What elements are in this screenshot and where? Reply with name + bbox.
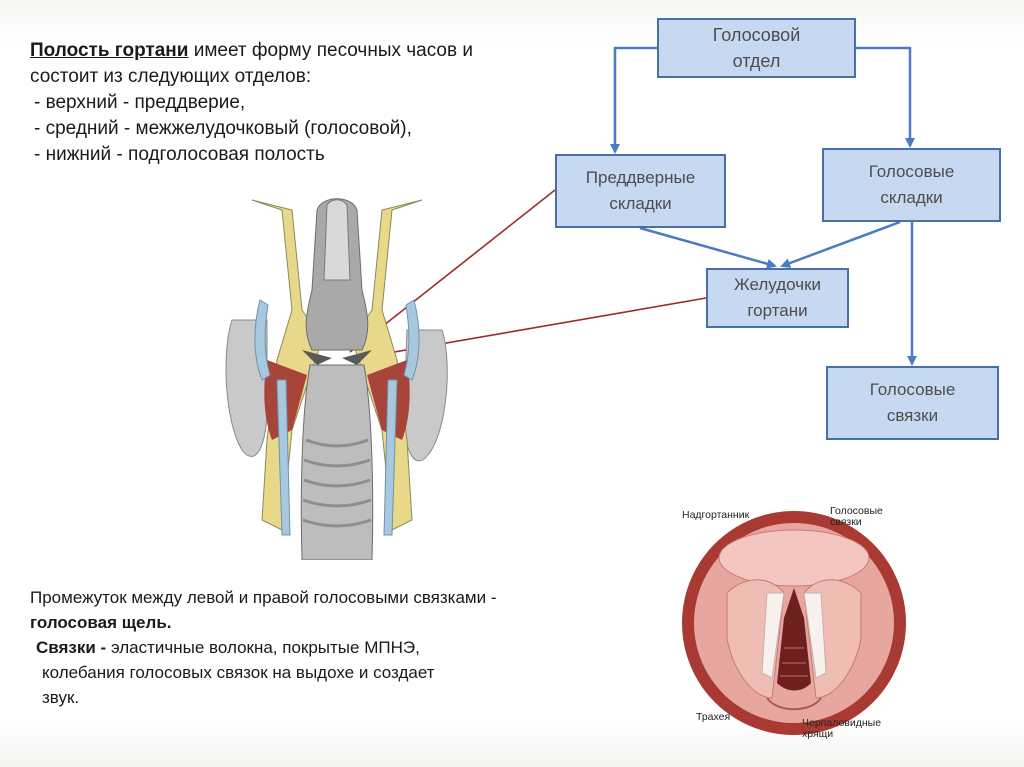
intro-item-upper: - верхний - преддверие,	[34, 92, 246, 113]
intro-item-middle: - средний - межжелудочковый (голосовой),	[34, 118, 412, 139]
bottom-text: Промежуток между левой и правой голосовы…	[30, 585, 630, 710]
intro-rest: имеет форму песочных часов и	[188, 40, 473, 61]
box-voice-section: Голосовой отдел	[657, 18, 856, 78]
arrow-to-vestibular-folds	[610, 46, 657, 154]
arrow-to-vocal-folds	[856, 46, 915, 148]
box-vocal-cords: Голосовые связки	[826, 366, 999, 440]
larynx-section-illustration	[225, 198, 448, 560]
bottom-line-5: звук.	[42, 688, 80, 707]
label-trachea: Трахея	[696, 711, 731, 723]
bottom-line-4: колебания голосовых связок на выдохе и с…	[42, 663, 435, 682]
glottis-term: голосовая щель.	[30, 613, 172, 632]
bottom-line-1: Промежуток между левой и правой голосовы…	[30, 588, 497, 607]
label-epiglottis: Надгортанник	[682, 509, 750, 521]
bottom-line-2: голосовая щель.	[30, 610, 630, 635]
ligaments-definition: эластичные волокна, покрытые МПНЭ,	[106, 638, 420, 657]
box-vestibular-folds: Преддверные складки	[555, 154, 726, 228]
intro-text: Полость гортани имеет форму песочных час…	[30, 38, 550, 168]
intro-line-1: Полость гортани имеет форму песочных час…	[30, 38, 550, 64]
bottom-line-3: Связки - эластичные волокна, покрытые МП…	[30, 635, 630, 660]
label-arytenoid: Черпаловидные хрящи	[802, 717, 882, 740]
arrow-vestibular-to-ventricles	[639, 226, 777, 269]
arrow-folds-to-ventricles	[780, 220, 901, 268]
box-ventricles: Желудочки гортани	[706, 268, 849, 328]
laryngoscope-illustration	[682, 511, 906, 735]
box-vocal-folds: Голосовые складки	[822, 148, 1001, 222]
flow-connectors	[610, 46, 917, 366]
intro-term: Полость гортани	[30, 40, 189, 61]
ligaments-term: Связки -	[36, 638, 107, 657]
label-vocal-cords: Голосовые связки	[830, 505, 883, 528]
intro-line-2: состоит из следующих отделов:	[30, 66, 312, 87]
laryngoscope-view: Надгортанник Голосовые связки Трахея Чер…	[672, 498, 917, 743]
intro-item-lower: - нижний - подголосовая полость	[34, 144, 325, 165]
